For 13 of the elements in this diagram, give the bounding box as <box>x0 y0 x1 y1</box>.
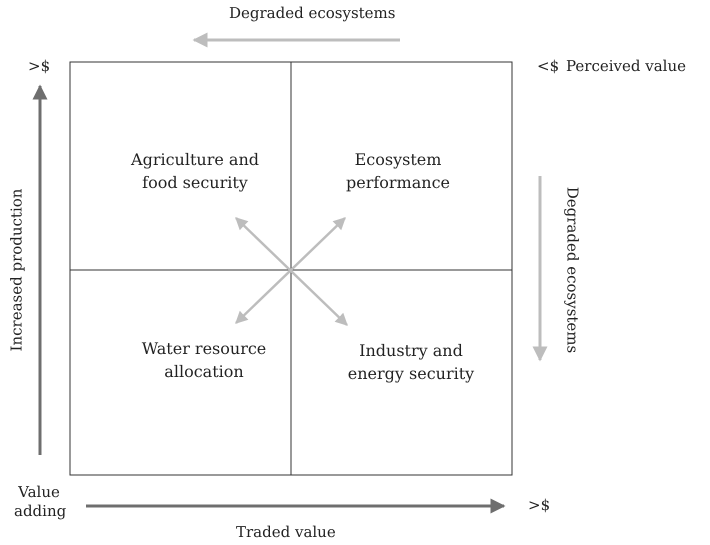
axis-label: Traded value <box>236 523 336 542</box>
axis-label: <$ <box>537 57 560 76</box>
quadrant-label: Agriculture and food security <box>120 126 270 216</box>
axis-label: Increased production <box>8 188 26 352</box>
quadrant-label: Water resource allocation <box>118 325 290 395</box>
quadrant-label: Industry and energy security <box>335 327 487 397</box>
quadrant-label: Ecosystem performance <box>320 126 476 216</box>
axis-label: Degraded ecosystems <box>229 4 396 23</box>
axis-label: Degraded ecosystems <box>562 186 582 354</box>
axis-label: Perceived value <box>566 57 686 76</box>
axis-label: >$ <box>528 496 550 515</box>
axis-label: >$ <box>28 57 50 76</box>
axis-label: Value adding <box>14 483 64 521</box>
